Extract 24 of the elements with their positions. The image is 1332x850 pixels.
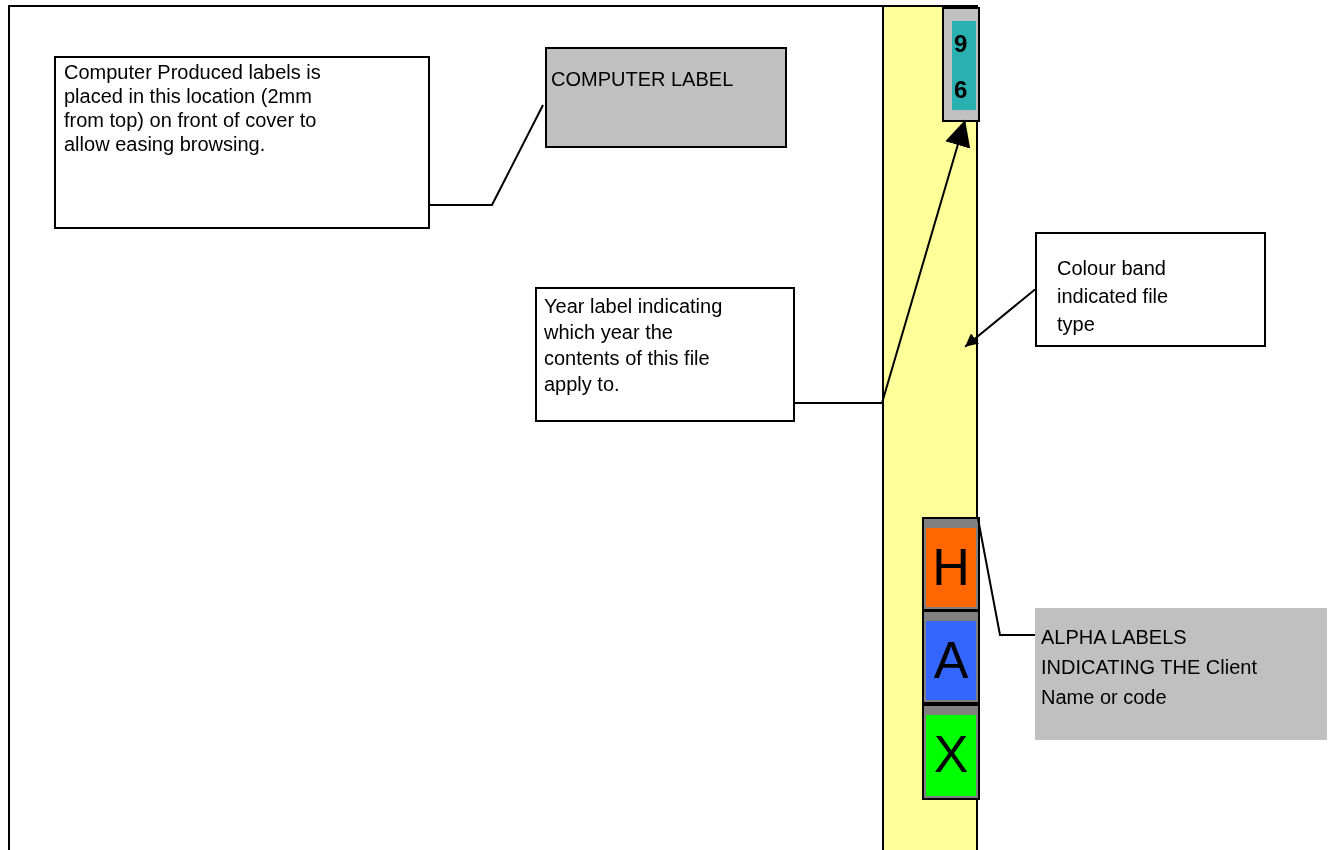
cover-sheet — [8, 5, 882, 850]
note-text: Computer Produced labels is placed in this location (2mm from top) on front of cover to allow easing browsing. — [64, 60, 322, 156]
computer-label — [545, 47, 787, 148]
letter-tab — [922, 517, 980, 611]
note-box — [535, 287, 795, 422]
tab-letter: H — [926, 528, 976, 607]
label-text: COMPUTER LABEL — [551, 67, 735, 91]
year-digits: 96 — [952, 21, 976, 110]
note-box — [1035, 232, 1266, 347]
callout-box — [1035, 608, 1327, 740]
note-box — [54, 56, 430, 229]
letter-tab — [922, 704, 980, 800]
label-text: ALPHA LABELS INDICATING THE Client Name or code — [1041, 625, 1257, 710]
leader-line — [427, 104, 544, 207]
leader-arrow — [792, 119, 971, 404]
year-label — [942, 7, 980, 122]
note-text: Year label indicating which year the contents of this file apply to. — [544, 294, 724, 397]
leader-arrow — [964, 288, 1036, 348]
tab-letter: X — [926, 715, 976, 796]
note-text: Colour band indicated file type — [1057, 256, 1170, 337]
leader-line — [977, 517, 1036, 637]
letter-tab — [922, 610, 980, 704]
colour-band — [882, 5, 978, 850]
tab-letter: A — [926, 621, 976, 700]
